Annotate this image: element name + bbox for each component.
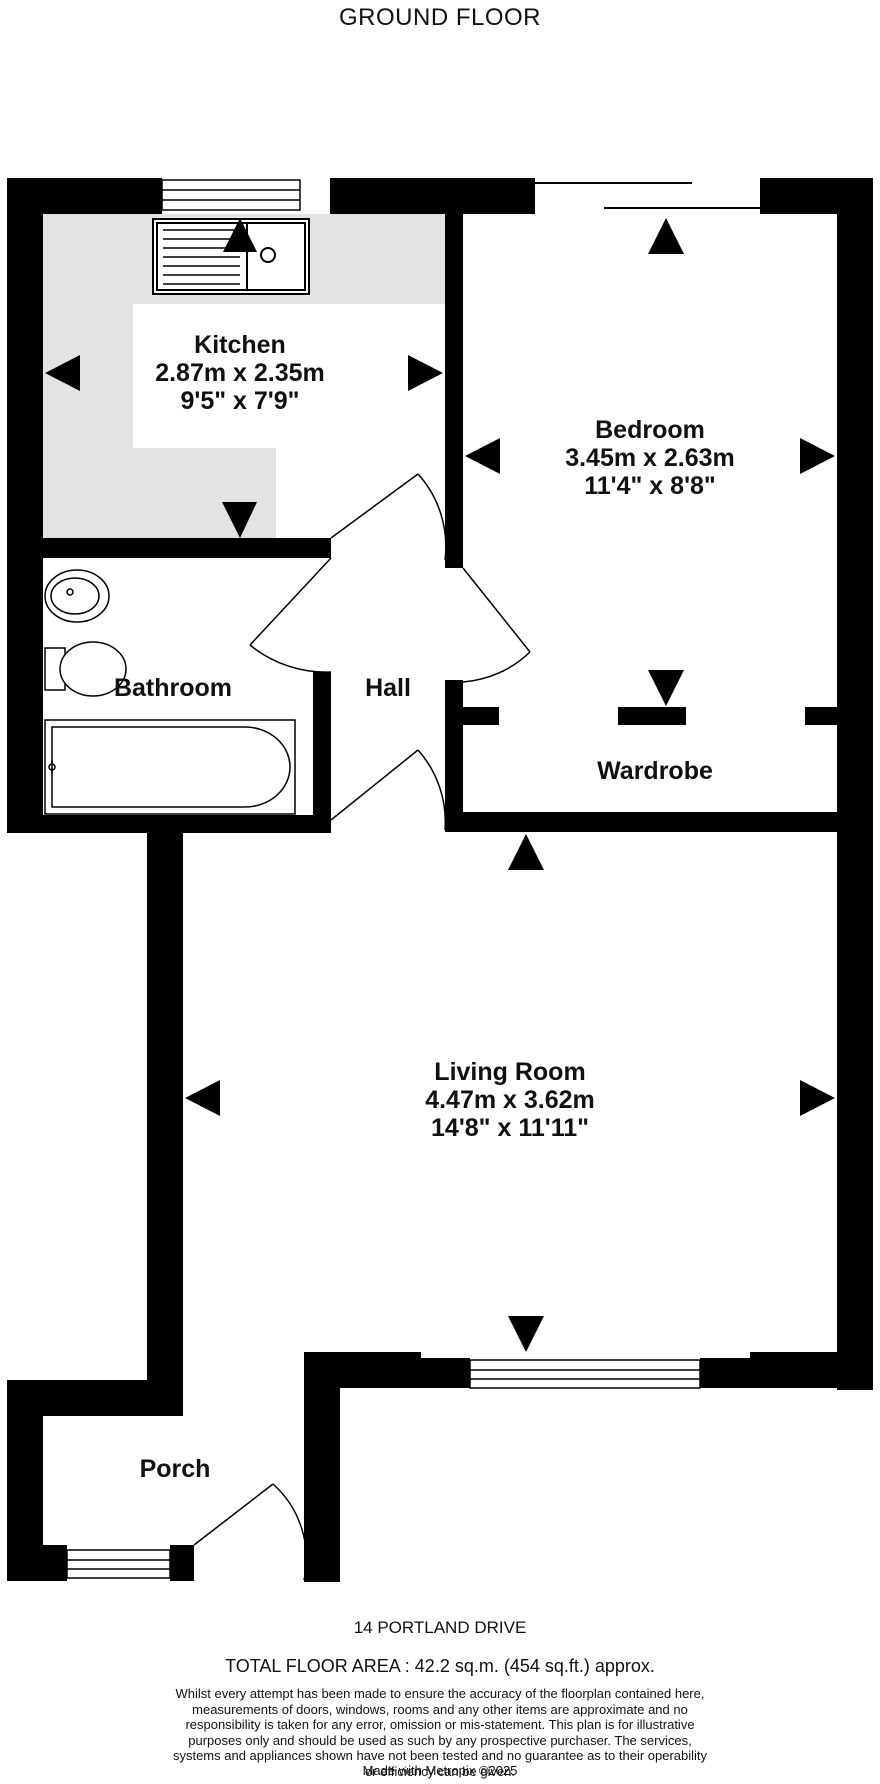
total-floor-area: TOTAL FLOOR AREA : 42.2 sq.m. (454 sq.ft… (225, 1656, 655, 1676)
property-address: 14 PORTLAND DRIVE (353, 1618, 527, 1637)
living-room-label: Living Room 4.47m x 3.62m 14'8" x 11'11" (380, 1058, 640, 1142)
kitchen-sink (152, 218, 310, 295)
arrow-right-icon (800, 1080, 835, 1116)
arrow-down-icon (648, 670, 684, 706)
kitchen-window (161, 179, 301, 211)
door-swings (193, 473, 531, 1581)
hall-label: Hall (365, 674, 411, 702)
arrow-down-icon (222, 502, 257, 538)
toilet (44, 641, 127, 697)
sliding-door (535, 182, 760, 209)
living-room-metric: 4.47m x 3.62m (425, 1086, 595, 1114)
bathtub (44, 719, 296, 815)
arrow-up-icon (648, 218, 684, 254)
bathroom-label: Bathroom (113, 674, 233, 702)
arrow-up-icon (223, 218, 257, 252)
floor-title: GROUND FLOOR (338, 4, 541, 31)
arrow-right-icon (408, 355, 443, 391)
disclaimer: Whilst every attempt has been made to en… (172, 1686, 708, 1779)
living-room-name: Living Room (434, 1058, 586, 1086)
arrow-up-icon (508, 834, 544, 870)
arrow-down-icon (508, 1316, 544, 1352)
bedroom-label: Bedroom 3.45m x 2.63m 11'4" x 8'8" (530, 416, 770, 500)
credit: Made with Metropix ©2025 (362, 1763, 518, 1778)
walls (7, 178, 873, 1582)
kitchen-label: Kitchen 2.87m x 2.35m 9'5" x 7'9" (120, 331, 360, 415)
kitchen-metric: 2.87m x 2.35m (155, 359, 325, 387)
porch-label: Porch (139, 1455, 211, 1483)
living-room-imperial: 14'8" x 11'11" (431, 1114, 589, 1142)
porch-window (66, 1549, 171, 1579)
arrow-left-icon (45, 355, 80, 391)
arrow-right-icon (800, 438, 835, 474)
washbasin (44, 569, 110, 623)
bedroom-metric: 3.45m x 2.63m (565, 444, 735, 472)
dimension-arrows (45, 218, 835, 1352)
kitchen-name: Kitchen (194, 331, 286, 359)
bedroom-name: Bedroom (595, 416, 705, 444)
arrow-left-icon (465, 438, 500, 474)
bedroom-imperial: 11'4" x 8'8" (584, 472, 716, 500)
arrow-left-icon (185, 1080, 220, 1116)
windows (66, 179, 701, 1579)
kitchen-imperial: 9'5" x 7'9" (180, 387, 300, 415)
living-room-window (469, 1359, 701, 1389)
wardrobe-label: Wardrobe (597, 757, 713, 785)
bathroom-fixtures (44, 569, 296, 815)
